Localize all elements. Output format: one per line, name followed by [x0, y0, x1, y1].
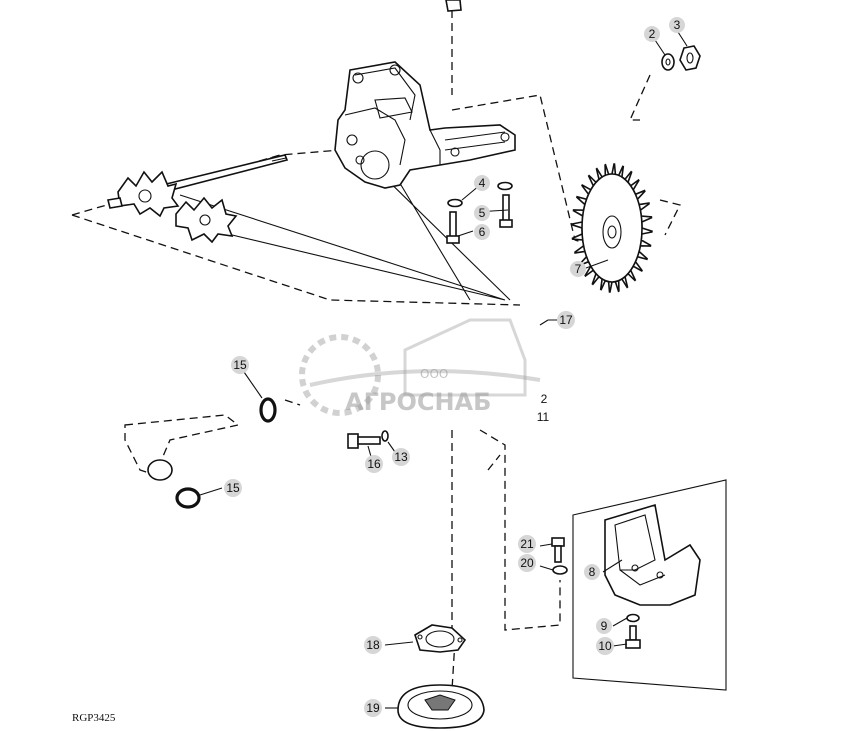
svg-text:21: 21 [520, 537, 534, 551]
o-ring-15-lower [175, 487, 201, 509]
pickup-tube-end [147, 459, 173, 481]
svg-text:4: 4 [479, 176, 486, 190]
callout-8: 8 [584, 564, 600, 580]
bolt-21 [551, 537, 565, 563]
callout-18: 18 [364, 636, 382, 654]
nut-3 [679, 45, 701, 71]
callout-11: 11 [537, 410, 550, 424]
callout-6: 6 [474, 224, 490, 240]
washer-13 [381, 430, 389, 442]
bolt-5 [499, 194, 513, 228]
svg-text:9: 9 [601, 619, 608, 633]
callout-15-lower: 15 [224, 479, 242, 497]
callout-12: 2 [541, 392, 548, 406]
bolt-16 [347, 433, 381, 449]
washer-9 [626, 613, 640, 623]
callout-9: 9 [596, 618, 612, 634]
svg-text:15: 15 [233, 358, 247, 372]
callout-15-upper: 15 [231, 356, 249, 374]
callout-19: 19 [364, 699, 382, 717]
gasket-18 [414, 624, 467, 653]
callout-16: 16 [365, 455, 383, 473]
callout-17: 17 [557, 311, 575, 329]
svg-text:2: 2 [541, 392, 548, 406]
svg-text:10: 10 [598, 639, 612, 653]
callout-7: 7 [570, 261, 586, 277]
svg-text:5: 5 [479, 206, 486, 220]
svg-text:18: 18 [366, 638, 380, 652]
callout-21: 21 [518, 535, 536, 553]
watermark-name: АГРОСНАБ [345, 388, 491, 416]
svg-text:19: 19 [366, 701, 380, 715]
cover-panel [572, 479, 727, 691]
oil-pump-housing [334, 61, 516, 189]
svg-text:6: 6 [479, 225, 486, 239]
oil-strainer-19 [397, 684, 485, 729]
washer-2 [661, 53, 675, 71]
svg-text:2: 2 [649, 27, 656, 41]
callout-10: 10 [596, 637, 614, 655]
svg-text:8: 8 [589, 565, 596, 579]
svg-text:16: 16 [367, 457, 381, 471]
svg-text:20: 20 [520, 556, 534, 570]
callout-leaders [199, 31, 688, 709]
pump-gear-driven [175, 196, 238, 244]
drive-gear-7 [571, 163, 653, 293]
watermark-prefix: ООО [420, 367, 448, 381]
o-ring-15-upper [259, 397, 277, 423]
washer-20 [552, 565, 568, 575]
bolt-6 [446, 211, 460, 244]
callout-13: 13 [392, 448, 410, 466]
callout-4: 4 [474, 175, 490, 191]
baffle-cover-8 [604, 503, 701, 606]
callouts: 2 3 4 5 6 7 8 9 10 11 2 13 15 15 16 17 1… [224, 17, 685, 717]
svg-text:17: 17 [559, 313, 573, 327]
svg-text:11: 11 [537, 410, 550, 424]
callout-3: 3 [669, 17, 685, 33]
bolt-10 [625, 625, 641, 649]
svg-text:15: 15 [226, 481, 240, 495]
pump-gear-driving [107, 170, 180, 218]
callout-2: 2 [644, 26, 660, 42]
svg-text:3: 3 [674, 18, 681, 32]
top-bolt [445, 0, 462, 12]
watermark-logo: ООО АГРОСНАБ [299, 318, 541, 416]
callout-20: 20 [518, 554, 536, 572]
svg-text:13: 13 [394, 450, 408, 464]
svg-text:7: 7 [575, 262, 582, 276]
reference-code: RGP3425 [72, 712, 116, 724]
callout-5: 5 [474, 205, 490, 221]
washer-4 [447, 181, 513, 208]
